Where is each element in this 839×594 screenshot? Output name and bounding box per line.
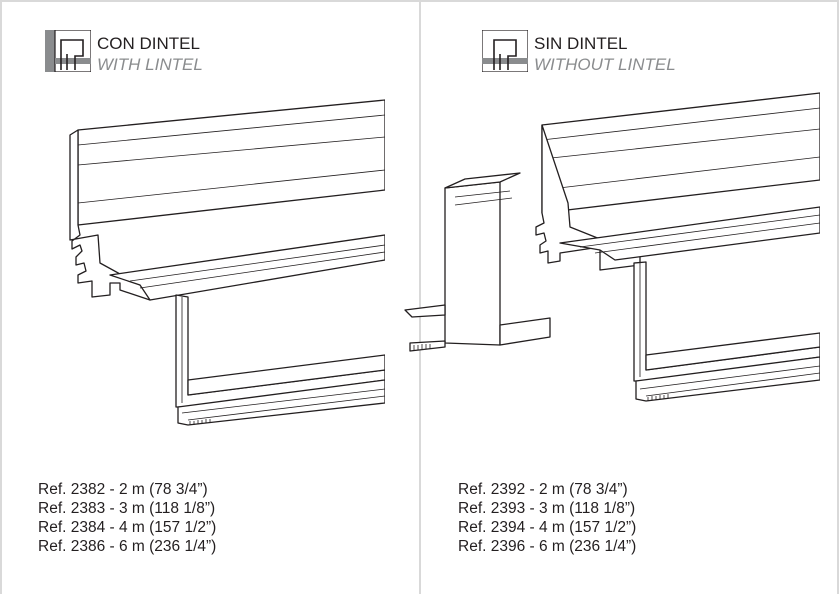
panel-with-lintel: CON DINTEL WITH LINTEL Ref. 2382 - 2 m (… — [38, 30, 385, 556]
profile-without-lintel-icon — [482, 30, 528, 72]
reference-item: Ref. 2396 - 6 m (236 1/4”) — [458, 538, 637, 555]
reference-item: Ref. 2392 - 2 m (78 3/4”) — [458, 481, 628, 498]
title-english: WITH LINTEL — [97, 55, 203, 74]
reference-list: Ref. 2392 - 2 m (78 3/4”) Ref. 2393 - 3 … — [458, 480, 636, 556]
reference-list: Ref. 2382 - 2 m (78 3/4”) Ref. 2383 - 3 … — [38, 480, 216, 556]
reference-item: Ref. 2384 - 4 m (157 1/2”) — [38, 519, 217, 536]
no-lintel-profile-drawing — [404, 92, 820, 402]
reference-item: Ref. 2383 - 3 m (118 1/8”) — [38, 500, 216, 517]
reference-item: Ref. 2386 - 6 m (236 1/4”) — [38, 538, 217, 555]
panel-without-lintel: SIN DINTEL WITHOUT LINTEL — [404, 0, 839, 594]
title-english: WITHOUT LINTEL — [534, 55, 676, 74]
reference-item: Ref. 2394 - 4 m (157 1/2”) — [458, 519, 637, 536]
profile-with-lintel-icon — [45, 30, 91, 72]
title-spanish: CON DINTEL — [97, 34, 200, 53]
lintel-profile-drawing — [69, 99, 385, 426]
reference-item: Ref. 2393 - 3 m (118 1/8”) — [458, 500, 636, 517]
title-spanish: SIN DINTEL — [534, 34, 628, 53]
reference-item: Ref. 2382 - 2 m (78 3/4”) — [38, 481, 208, 498]
